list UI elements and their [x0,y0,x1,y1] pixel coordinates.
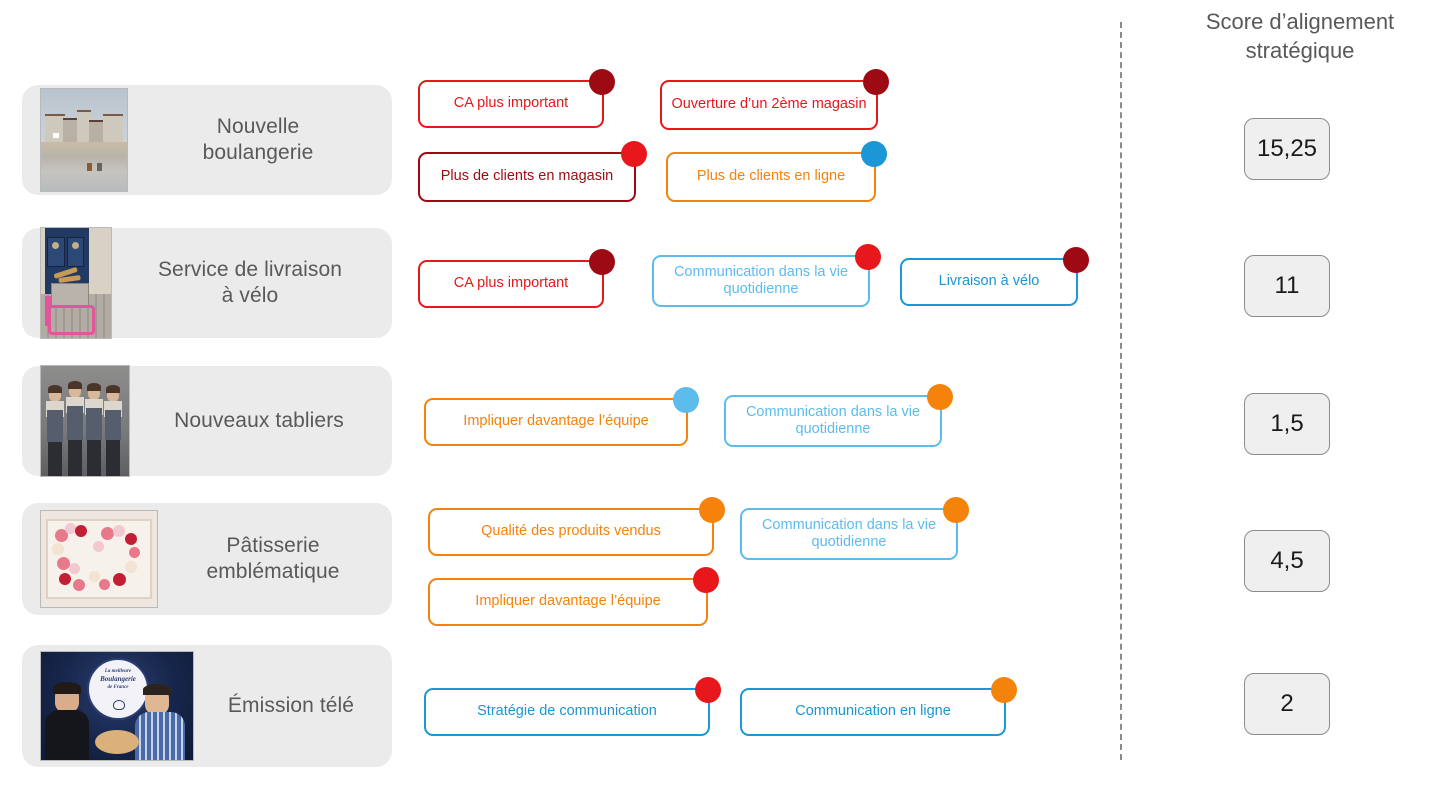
tag-chip[interactable]: Impliquer davantage l’équipe [424,387,699,446]
tag-label: Communication dans la vie quotidienne [761,516,937,550]
project-card[interactable]: Pâtisserie emblématique [22,503,392,615]
tag-dot-icon [693,567,719,593]
badge-line2: Boulangerie [100,675,136,684]
score-header-line2: stratégique [1245,37,1355,63]
score-value: 15,25 [1256,135,1318,162]
tag-dot-icon [621,141,647,167]
project-label: Pâtisserie emblématique [158,533,392,586]
project-label-line1: Nouveaux tabliers [174,408,344,432]
tag-chip[interactable]: Ouverture d’un 2ème magasin [660,69,889,130]
score-badge: 15,25 [1244,118,1330,180]
projects-area: Nouvelle boulangerie CA plus important O… [22,69,1089,767]
project-label-line1: Pâtisserie [226,533,320,557]
tag-label: Stratégie de communication [477,703,657,720]
tag-chip[interactable]: Communication dans la vie quotidienne [652,244,881,307]
score-header-line1: Score d’alignement [1205,9,1395,34]
tag-dot-icon [589,69,615,95]
project-label-line2: à vélo [221,284,279,307]
bike-delivery-photo [40,227,112,339]
score-value: 1,5 [1270,410,1304,437]
score-column-header: Score d’alignement stratégique [1150,8,1450,65]
project-card[interactable]: Nouveaux tabliers [22,365,392,477]
project-card[interactable]: La meilleure Boulangerie de France [22,645,392,767]
project-label-line1: Service de livraison [157,257,343,281]
tag-dot-icon [1063,247,1089,273]
tag-chip[interactable]: Impliquer davantage l’équipe [428,567,719,626]
tag-label: Impliquer davantage l’équipe [463,413,649,430]
project-label: Service de livraison à vélo [112,257,392,310]
score-badge: 11 [1244,255,1330,317]
tag-label: CA plus important [453,275,569,292]
tag-chip[interactable]: CA plus important [418,69,615,128]
tag-label: Plus de clients en ligne [696,168,846,185]
badge-line1: La meilleure [104,669,132,674]
tag-dot-icon [863,69,889,95]
tag-dot-icon [699,497,725,523]
badge-line3: de France [107,684,129,690]
tag-dot-icon [855,244,881,270]
tag-label: Qualité des produits vendus [481,523,661,540]
score-badge: 2 [1244,673,1330,735]
project-label: Nouveaux tabliers [130,408,392,434]
project-label-line1: Émission télé [227,693,355,717]
tag-chip[interactable]: Livraison à vélo [900,247,1089,306]
tag-chip[interactable]: Communication en ligne [740,677,1017,736]
tag-chip[interactable]: Communication dans la vie quotidienne [740,497,969,560]
tag-chip[interactable]: Stratégie de communication [424,677,721,736]
pastry-30-cake-photo [40,510,158,608]
tag-dot-icon [589,249,615,275]
tag-dot-icon [673,387,699,413]
tag-label: Livraison à vélo [938,273,1040,290]
beach-houses-photo [40,88,128,192]
tag-dot-icon [861,141,887,167]
score-value: 4,5 [1270,547,1304,574]
team-aprons-photo [40,365,130,477]
tag-label: Communication dans la vie quotidienne [673,263,849,297]
tag-dot-icon [943,497,969,523]
tag-chip[interactable]: Plus de clients en ligne [666,141,887,202]
project-label-line2: boulangerie [202,141,314,164]
project-card[interactable]: Nouvelle boulangerie [22,85,392,195]
bakery-badge-icon: La meilleure Boulangerie de France [87,658,149,720]
tag-label: Communication en ligne [795,703,951,720]
score-badge: 4,5 [1244,530,1330,592]
project-label: Nouvelle boulangerie [128,114,392,167]
score-value: 11 [1274,272,1300,299]
score-badge: 1,5 [1244,393,1330,455]
tag-chip[interactable]: Communication dans la vie quotidienne [724,384,953,447]
tag-chip[interactable]: Qualité des produits vendus [428,497,725,556]
tag-dot-icon [991,677,1017,703]
project-label-line1: Nouvelle [216,114,300,138]
project-label-line2: emblématique [206,560,340,583]
tag-label: Communication dans la vie quotidienne [745,403,921,437]
tag-label: Plus de clients en magasin [440,168,614,185]
tag-chip[interactable]: CA plus important [418,249,615,308]
project-card[interactable]: Service de livraison à vélo [22,227,392,339]
tag-label: CA plus important [453,95,569,112]
tag-dot-icon [695,677,721,703]
tag-chip[interactable]: Plus de clients en magasin [418,141,647,202]
score-value: 2 [1280,690,1294,717]
tag-dot-icon [927,384,953,410]
tag-label: Ouverture d’un 2ème magasin [671,96,867,113]
tag-label: Impliquer davantage l’équipe [475,593,661,610]
tv-show-bakery-photo: La meilleure Boulangerie de France [40,651,194,761]
project-label: Émission télé [194,693,392,719]
vertical-dashed-divider [1120,22,1122,760]
